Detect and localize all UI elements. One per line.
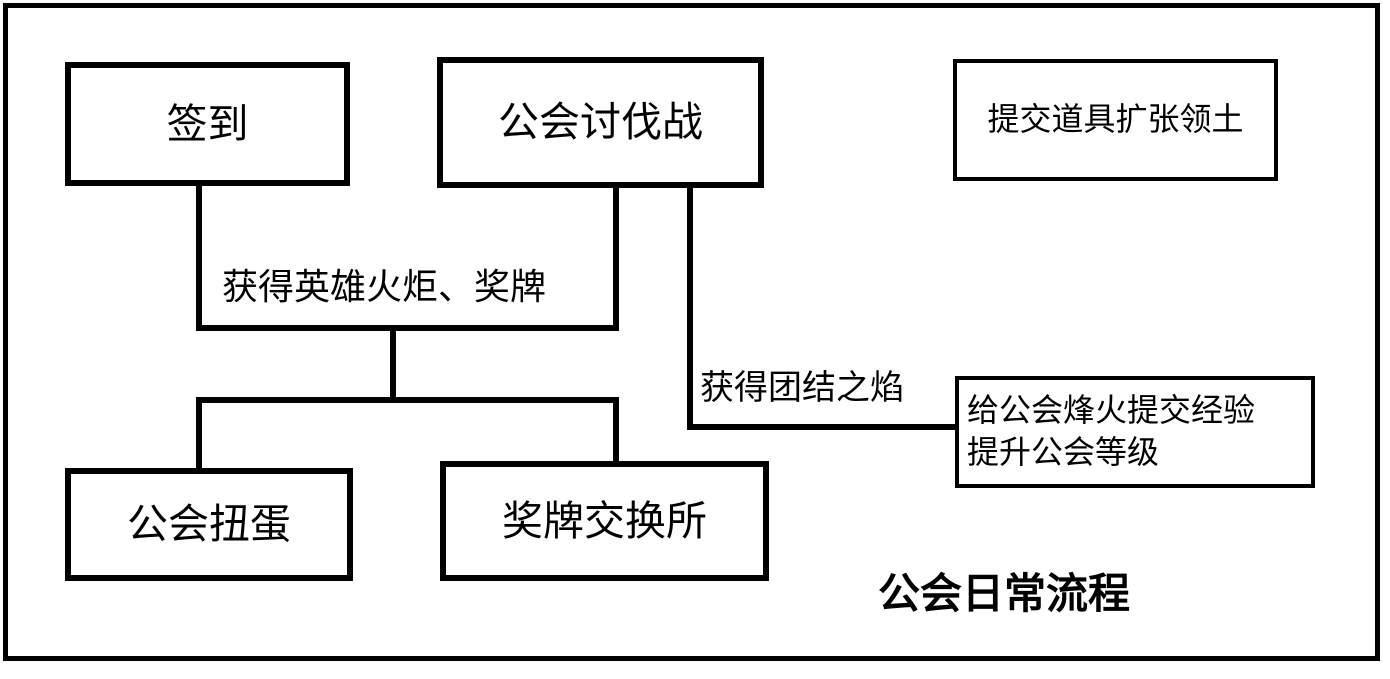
edge-label-flame-of-unity: 获得团结之焰 — [700, 368, 904, 408]
node-medal-exchange-label: 奖牌交换所 — [502, 496, 707, 545]
node-checkin[interactable]: 签到 — [65, 62, 350, 186]
connector-down-to-medal — [613, 397, 619, 464]
node-expand-territory-label: 提交道具扩张领土 — [987, 100, 1244, 139]
connector-flame-to-beacon — [687, 424, 959, 430]
edge-label-hero-torch: 获得英雄火炬、奖牌 — [222, 267, 547, 308]
node-guild-beacon-exp-label: 给公会烽火提交经验 提升公会等级 — [967, 391, 1256, 471]
connector-down-to-gacha — [196, 397, 202, 471]
node-guild-beacon-exp[interactable]: 给公会烽火提交经验 提升公会等级 — [955, 376, 1315, 488]
node-expand-territory[interactable]: 提交道具扩张领土 — [953, 59, 1278, 181]
diagram-caption: 公会日常流程 — [878, 569, 1131, 618]
connector-checkin-down — [196, 186, 202, 331]
connector-split-bar-bottom — [196, 397, 619, 403]
diagram-outer-frame — [3, 3, 1380, 661]
connector-raid-down-left — [613, 188, 619, 331]
node-guild-raid[interactable]: 公会讨伐战 — [437, 57, 764, 188]
node-guild-raid-label: 公会讨伐战 — [498, 98, 703, 147]
connector-merge-bar-top — [196, 325, 619, 331]
node-guild-gacha[interactable]: 公会扭蛋 — [65, 468, 353, 581]
connector-center-stem — [390, 325, 396, 403]
node-guild-gacha-label: 公会扭蛋 — [127, 500, 291, 549]
node-medal-exchange[interactable]: 奖牌交换所 — [440, 461, 769, 581]
connector-raid-down-right — [687, 188, 693, 430]
node-checkin-label: 签到 — [166, 99, 249, 148]
